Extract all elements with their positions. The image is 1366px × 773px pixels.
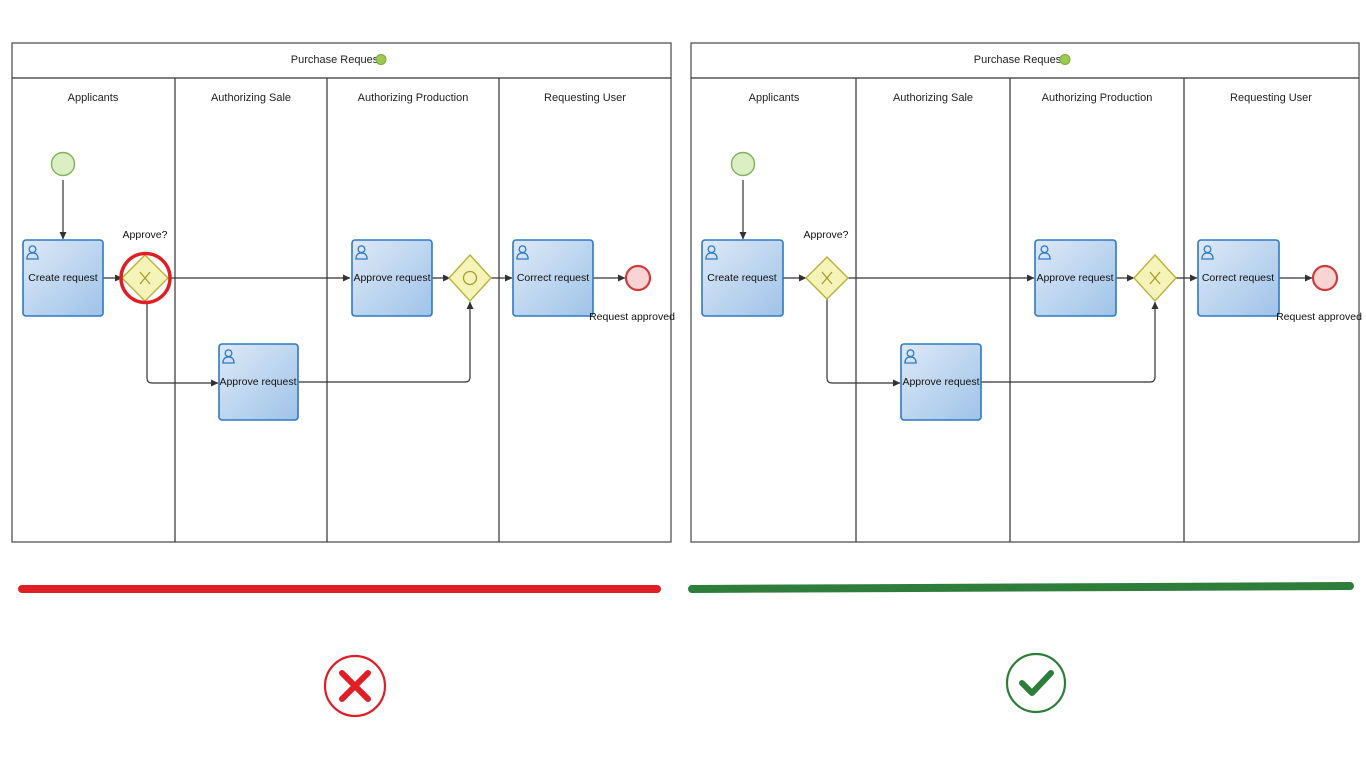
task-create-request: Create request [22,239,104,317]
start-event [50,151,76,177]
task-correct-request: Correct request [512,239,594,317]
gateway-label: Approve? [804,229,849,241]
lane-title-applicants: Applicants [68,92,119,104]
checkmark-icon [1005,652,1067,714]
wrong-diagram: Purchase Request Applicants Authorizing … [11,42,675,543]
start-event [730,151,756,177]
x-icon [821,271,833,285]
lane-title-requesting-user: Requesting User [544,92,626,104]
end-event [1311,264,1339,292]
task-approve-request-sale: Approve request [900,343,982,421]
pool-status-dot [375,54,387,65]
x-icon [139,271,151,285]
task-approve-request-production: Approve request [351,239,433,317]
gateway-label: Approve? [123,229,168,241]
error-highlight-circle [119,251,172,305]
sequence-flow [146,302,219,387]
sequence-flow [298,301,474,383]
exclusive-gateway-merge [1133,253,1177,303]
task-label: Approve request [353,272,430,284]
lane-title-authorizing-production: Authorizing Production [1042,92,1153,104]
task-label: Approve request [902,376,979,388]
inclusive-gateway-merge [448,253,492,303]
task-create-request: Create request [701,239,784,317]
task-label: Correct request [517,272,589,284]
lane-title-authorizing-production: Authorizing Production [358,92,469,104]
lane-title-applicants: Applicants [749,92,800,104]
pool-title: Purchase Request [291,54,382,66]
task-approve-request-sale: Approve request [218,343,299,421]
pool-title: Purchase Request [974,54,1065,66]
pool-status-dot [1059,54,1071,65]
end-event-label: Request approved [1276,311,1362,323]
sequence-flow [981,301,1159,383]
task-approve-request-production: Approve request [1034,239,1117,317]
correct-indicator-bar [688,582,1354,593]
sequence-flow [826,298,901,387]
x-icon [1149,271,1161,285]
task-label: Approve request [219,376,296,388]
task-correct-request: Correct request [1197,239,1280,317]
correct-diagram: Purchase Request Applicants Authorizing … [690,42,1362,543]
lane-title-authorizing-sale: Authorizing Sale [893,92,973,104]
lane-title-authorizing-sale: Authorizing Sale [211,92,291,104]
task-label: Create request [707,272,777,284]
circle-icon [462,270,478,286]
task-label: Approve request [1036,272,1113,284]
end-event-label: Request approved [589,311,675,323]
task-label: Create request [28,272,98,284]
lane-title-requesting-user: Requesting User [1230,92,1312,104]
task-label: Correct request [1202,272,1274,284]
end-event [624,264,652,292]
cross-icon [323,654,387,718]
exclusive-gateway-split [805,256,849,300]
